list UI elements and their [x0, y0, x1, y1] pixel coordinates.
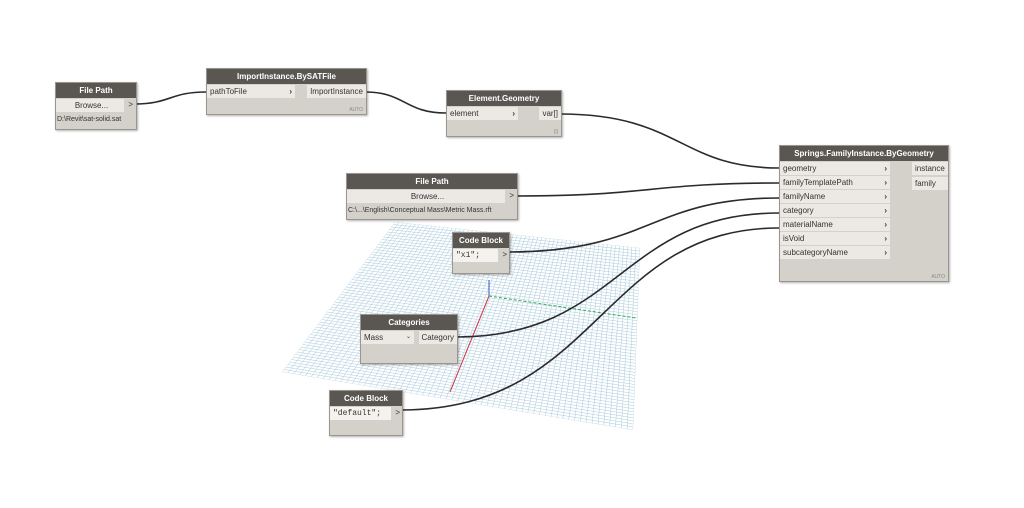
input-port-isvoid[interactable]: isVoid ›: [780, 232, 890, 245]
port-label: familyTemplatePath: [783, 178, 853, 187]
grid-line: [295, 354, 634, 410]
categories-node[interactable]: Categories Mass ⌄ Category: [360, 314, 458, 364]
node-title: Code Block: [453, 233, 509, 248]
grid-line: [615, 246, 628, 428]
grid-line: [591, 244, 612, 424]
wire[interactable]: [455, 212, 780, 338]
port-label: geometry: [783, 164, 817, 173]
grid-line: [298, 349, 635, 403]
grid-line: [626, 247, 637, 430]
chevron-right-icon: ›: [884, 248, 887, 257]
grid-line: [597, 245, 616, 425]
output-port[interactable]: >: [395, 408, 400, 417]
file-path-value: D:\Revit\sat-solid.sat: [57, 116, 122, 123]
wire[interactable]: [507, 197, 780, 253]
grid-line: [300, 346, 635, 400]
browse-button[interactable]: Browse...: [56, 99, 124, 112]
input-port-familyname[interactable]: familyName ›: [780, 190, 890, 203]
port-label: materialName: [783, 220, 833, 229]
node-title: Element.Geometry: [447, 91, 561, 106]
element-geometry-node[interactable]: Element.Geometry element › var[] |||: [446, 90, 562, 137]
chevron-right-icon: ›: [289, 87, 292, 96]
port-label: subcategoryName: [783, 248, 848, 257]
port-label: category: [783, 206, 814, 215]
dropdown-value: Mass: [364, 333, 384, 342]
grid-line: [603, 245, 620, 426]
node-title: File Path: [347, 174, 517, 189]
input-port-materialname[interactable]: materialName ›: [780, 218, 890, 231]
browse-button[interactable]: Browse...: [347, 190, 505, 203]
lacing-label: AUTO: [349, 107, 363, 113]
grid-line: [283, 369, 634, 428]
output-port-category[interactable]: Category: [418, 331, 457, 344]
output-port-importinstance[interactable]: ImportInstance: [307, 85, 366, 98]
chevron-right-icon: ›: [884, 164, 887, 173]
output-port-instance[interactable]: instance: [912, 162, 948, 175]
input-port-element[interactable]: element ›: [447, 107, 518, 120]
code-block-node-1[interactable]: Code Block "x1"; >: [452, 232, 510, 274]
wire[interactable]: [515, 182, 780, 197]
lacing-label: |||: [554, 129, 558, 135]
grid-line: [285, 366, 634, 425]
chevron-right-icon: ›: [884, 206, 887, 215]
wire[interactable]: [364, 91, 447, 114]
output-port[interactable]: >: [128, 100, 133, 109]
grid-line: [580, 244, 604, 422]
node-title: ImportInstance.BySATFile: [207, 69, 366, 84]
wire[interactable]: [559, 113, 780, 169]
springs-familyinstance-node[interactable]: Springs.FamilyInstance.ByGeometry geomet…: [779, 145, 949, 282]
category-dropdown[interactable]: Mass ⌄: [361, 331, 414, 344]
port-label: familyName: [783, 192, 826, 201]
chevron-down-icon: ⌄: [405, 334, 411, 340]
grid-line: [291, 359, 634, 416]
port-label: pathToFile: [210, 87, 247, 96]
file-path-value: C:\...\English\Conceptual Mass\Metric Ma…: [348, 207, 492, 214]
file-path-node-1[interactable]: File Path Browse... > D:\Revit\sat-solid…: [55, 82, 137, 130]
chevron-right-icon: ›: [884, 178, 887, 187]
chevron-right-icon: ›: [884, 234, 887, 243]
node-title: Code Block: [330, 391, 402, 406]
input-port-pathtofile[interactable]: pathToFile ›: [207, 85, 295, 98]
chevron-right-icon: ›: [512, 109, 515, 118]
port-label: isVoid: [783, 234, 805, 243]
wire[interactable]: [400, 227, 780, 411]
output-port[interactable]: >: [502, 250, 507, 259]
grid-line: [293, 356, 634, 413]
input-port-category[interactable]: category ›: [780, 204, 890, 217]
grid-line: [585, 244, 608, 423]
x-axis: [449, 295, 490, 393]
port-label: element: [450, 109, 479, 118]
input-port-geometry[interactable]: geometry ›: [780, 162, 890, 175]
node-title: Categories: [361, 315, 457, 330]
node-title: Springs.FamilyInstance.ByGeometry: [780, 146, 948, 161]
import-instance-node[interactable]: ImportInstance.BySATFile pathToFile › Imp…: [206, 68, 367, 115]
input-port-familytemplatepath[interactable]: familyTemplatePath ›: [780, 176, 890, 189]
code-editor[interactable]: "default";: [330, 407, 391, 420]
grid-line: [297, 351, 634, 406]
grid-line: [632, 247, 640, 430]
wire[interactable]: [134, 91, 207, 105]
chevron-right-icon: ›: [884, 192, 887, 201]
grid-line: [621, 247, 633, 429]
node-title: File Path: [56, 83, 136, 98]
output-port-var[interactable]: var[]: [539, 107, 561, 120]
code-block-node-2[interactable]: Code Block "default"; >: [329, 390, 403, 436]
input-port-subcategoryname[interactable]: subcategoryName ›: [780, 246, 890, 259]
grid-line: [289, 361, 634, 419]
output-port[interactable]: >: [509, 191, 514, 200]
chevron-right-icon: ›: [884, 220, 887, 229]
lacing-label: AUTO: [931, 274, 945, 280]
code-editor[interactable]: "x1";: [453, 249, 498, 262]
grid-line: [609, 246, 624, 427]
file-path-node-2[interactable]: File Path Browse... > C:\...\English\Con…: [346, 173, 518, 220]
grid-line: [287, 364, 634, 422]
output-port-family[interactable]: family: [912, 177, 948, 190]
